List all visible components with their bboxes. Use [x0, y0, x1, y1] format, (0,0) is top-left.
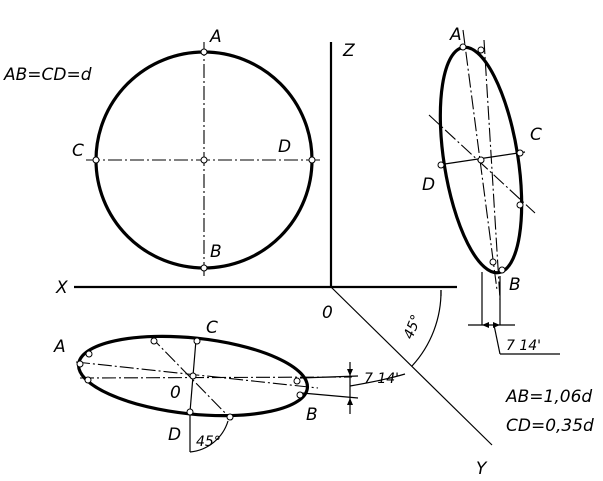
side-label-a: A — [449, 25, 462, 45]
bottom-diagonal-line — [149, 335, 233, 421]
iso-equation-ab: AB=1,06d — [505, 387, 592, 407]
bottom-point-c2 — [193, 337, 201, 345]
origin-label: 0 — [322, 303, 333, 323]
front-label-c: C — [72, 141, 84, 161]
front-point-a — [200, 48, 208, 56]
front-point-c — [92, 156, 100, 164]
angle-arc-45-small — [189, 420, 229, 453]
bottom-dim-ext-bottom — [301, 392, 359, 399]
side-point-b1 — [489, 258, 497, 266]
side-dim-leader — [493, 324, 501, 355]
side-point-d — [437, 161, 445, 169]
angle-arc-45-main — [411, 289, 442, 367]
bottom-point-a1 — [85, 350, 93, 358]
bottom-point-a2 — [76, 360, 84, 368]
front-point-d — [308, 156, 316, 164]
side-point-b2 — [498, 266, 506, 274]
bottom-projection-line — [79, 376, 353, 379]
bottom-dim-arrow-top — [347, 369, 353, 376]
side-diagonal-line — [428, 114, 536, 214]
bottom-label-c: C — [206, 318, 218, 338]
side-point-center — [477, 156, 485, 164]
side-dim-arrow-left — [482, 322, 489, 328]
bottom-label-b: B — [306, 405, 318, 425]
bottom-dim-ext-top — [299, 375, 359, 379]
front-point-center — [200, 156, 208, 164]
front-equation: AB=CD=d — [3, 65, 92, 85]
bottom-label-o: 0 — [170, 383, 181, 403]
front-label-a: A — [209, 27, 222, 47]
bottom-label-d: D — [168, 425, 181, 445]
bottom-label-a: A — [53, 337, 66, 357]
side-dim-label: 7 14' — [506, 338, 541, 354]
bottom-point-c1 — [150, 337, 158, 345]
front-label-b: B — [210, 242, 222, 262]
side-label-c: C — [530, 125, 542, 145]
bottom-point-b2 — [296, 391, 304, 399]
axis-y-line — [330, 286, 493, 446]
bottom-dim-label: 7 14' — [364, 371, 399, 387]
front-point-b — [200, 264, 208, 272]
side-point-c — [516, 149, 524, 157]
bottom-point-center — [189, 372, 197, 380]
axis-x-label: X — [55, 278, 68, 298]
bottom-dim-leader — [349, 373, 406, 387]
bottom-point-e — [226, 413, 234, 421]
iso-equation-cd: CD=0,35d — [506, 416, 594, 436]
side-point-a2 — [477, 46, 485, 54]
bottom-point-b1 — [293, 377, 301, 385]
angle-label-45-small: 45° — [196, 434, 221, 450]
bottom-dim-arrow-bottom — [347, 398, 353, 405]
bottom-point-a3 — [84, 376, 92, 384]
side-point-a1 — [459, 43, 467, 51]
front-label-d: D — [278, 137, 291, 157]
side-label-d: D — [422, 175, 435, 195]
angle-label-45-main: 45° — [401, 312, 425, 341]
side-label-b: B — [509, 275, 521, 295]
axis-z-label: Z — [342, 41, 355, 61]
side-point-e — [516, 201, 524, 209]
bottom-point-d — [186, 408, 194, 416]
axis-y-label: Y — [476, 459, 488, 479]
bottom-major-centerline — [75, 361, 319, 389]
